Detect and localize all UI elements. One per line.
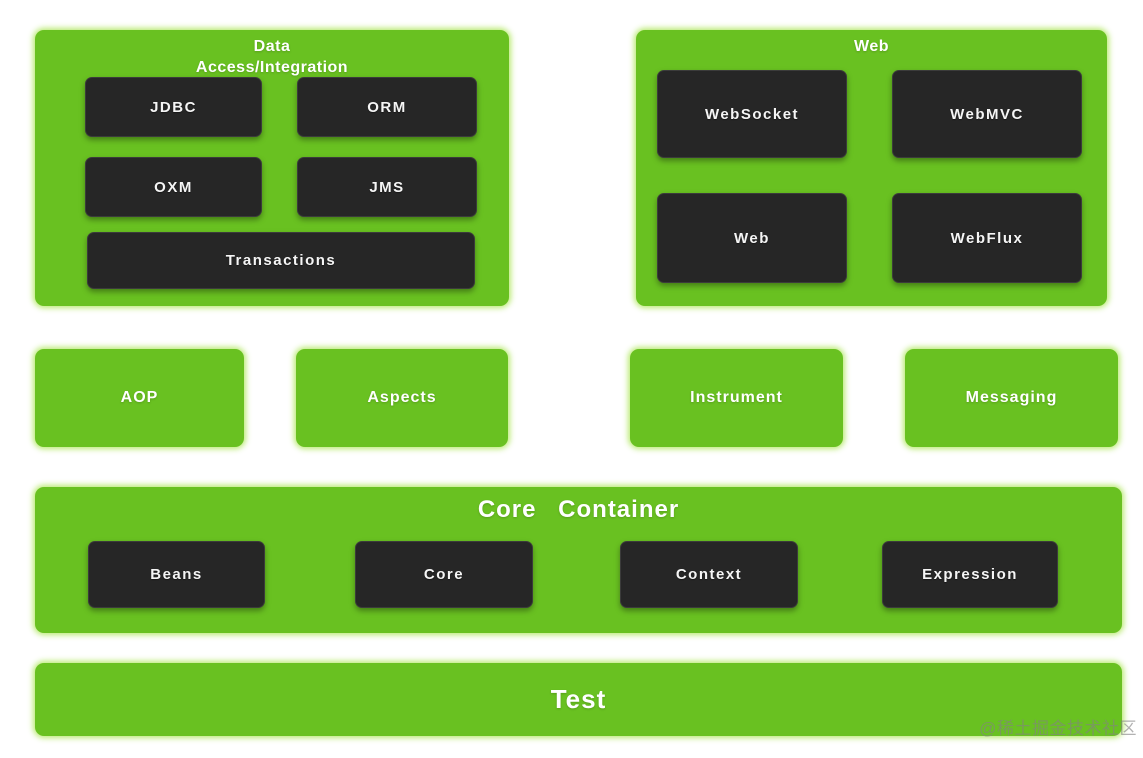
group-title-line1: Data <box>253 38 291 55</box>
module-box-instrument: Instrument <box>630 349 843 447</box>
group-web: Web WebSocket WebMVC Web WebFlux <box>636 30 1107 306</box>
module-box-websocket: WebSocket <box>657 70 847 158</box>
module-box-jms: JMS <box>297 157 477 217</box>
group-title-line2: Access/Integration <box>195 59 349 76</box>
module-box-orm: ORM <box>297 77 477 137</box>
module-box-context: Context <box>620 541 798 608</box>
module-box-jdbc: JDBC <box>85 77 262 137</box>
module-box-aspects: Aspects <box>296 349 508 447</box>
group-title-data-access: Data Access/Integration <box>35 30 509 78</box>
group-core-container: Core Container Beans Core Context Expres… <box>35 487 1122 633</box>
watermark-text: @稀土掘金技术社区 <box>979 719 1137 738</box>
module-box-webmvc: WebMVC <box>892 70 1082 158</box>
group-test: Test <box>35 663 1122 736</box>
module-box-oxm: OXM <box>85 157 262 217</box>
module-box-web: Web <box>657 193 847 283</box>
group-data-access-integration: Data Access/Integration JDBC ORM OXM JMS… <box>35 30 509 306</box>
module-box-transactions: Transactions <box>87 232 475 289</box>
module-box-core: Core <box>355 541 533 608</box>
module-box-messaging: Messaging <box>905 349 1118 447</box>
group-title-web: Web <box>854 38 889 55</box>
module-box-expression: Expression <box>882 541 1058 608</box>
module-box-aop: AOP <box>35 349 244 447</box>
module-box-webflux: WebFlux <box>892 193 1082 283</box>
module-box-beans: Beans <box>88 541 265 608</box>
group-title-core-container: Core Container <box>477 496 680 523</box>
